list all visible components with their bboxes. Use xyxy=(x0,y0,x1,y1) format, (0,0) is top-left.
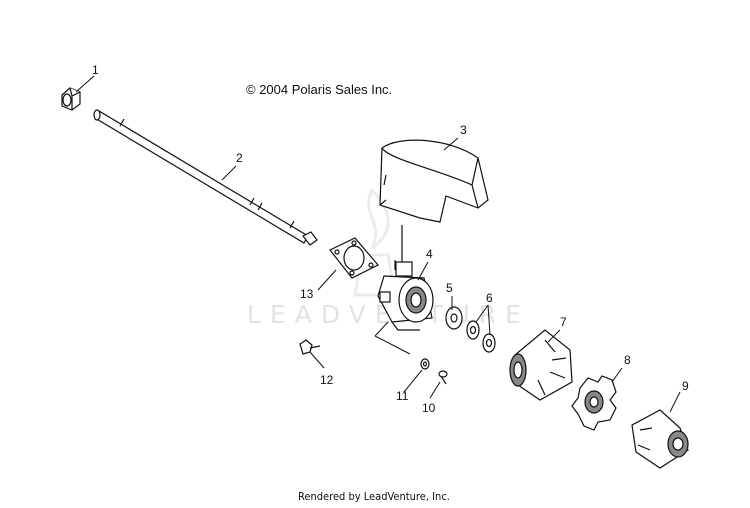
part-7-coupler xyxy=(509,329,573,401)
callout-7: 7 xyxy=(560,315,567,329)
callout-13: 13 xyxy=(300,287,314,301)
part-9-coupler xyxy=(631,409,689,469)
callout-5: 5 xyxy=(446,281,453,295)
part-11-nut xyxy=(420,358,430,370)
assembly-guide-lines xyxy=(374,321,411,355)
part-3-cover xyxy=(379,139,489,223)
footer-text: Rendered by LeadVenture, Inc. xyxy=(298,490,450,503)
part-12-bolt xyxy=(299,339,321,355)
part-8-spider xyxy=(571,375,617,431)
callout-1: 1 xyxy=(92,63,99,77)
part-4-housing xyxy=(377,225,434,331)
callout-3: 3 xyxy=(460,123,467,137)
callout-12: 12 xyxy=(320,373,334,387)
callout-6: 6 xyxy=(486,291,493,305)
callout-11: 11 xyxy=(396,389,409,403)
part-2-shaft xyxy=(93,109,318,246)
callout-9: 9 xyxy=(682,379,689,393)
part-1-nut xyxy=(61,87,81,111)
part-10-bolt xyxy=(438,370,448,385)
callout-10: 10 xyxy=(422,401,436,415)
callout-2: 2 xyxy=(236,151,243,165)
part-5-washer xyxy=(445,306,463,330)
part-6-washers xyxy=(466,320,496,353)
copyright-text: © 2004 Polaris Sales Inc. xyxy=(246,82,393,97)
callout-numbers: 1 2 3 4 5 6 7 8 9 10 11 12 13 xyxy=(92,63,689,415)
part-13-gasket xyxy=(329,237,379,279)
leader-lines xyxy=(75,75,681,413)
callout-8: 8 xyxy=(624,353,631,367)
callout-4: 4 xyxy=(426,247,433,261)
